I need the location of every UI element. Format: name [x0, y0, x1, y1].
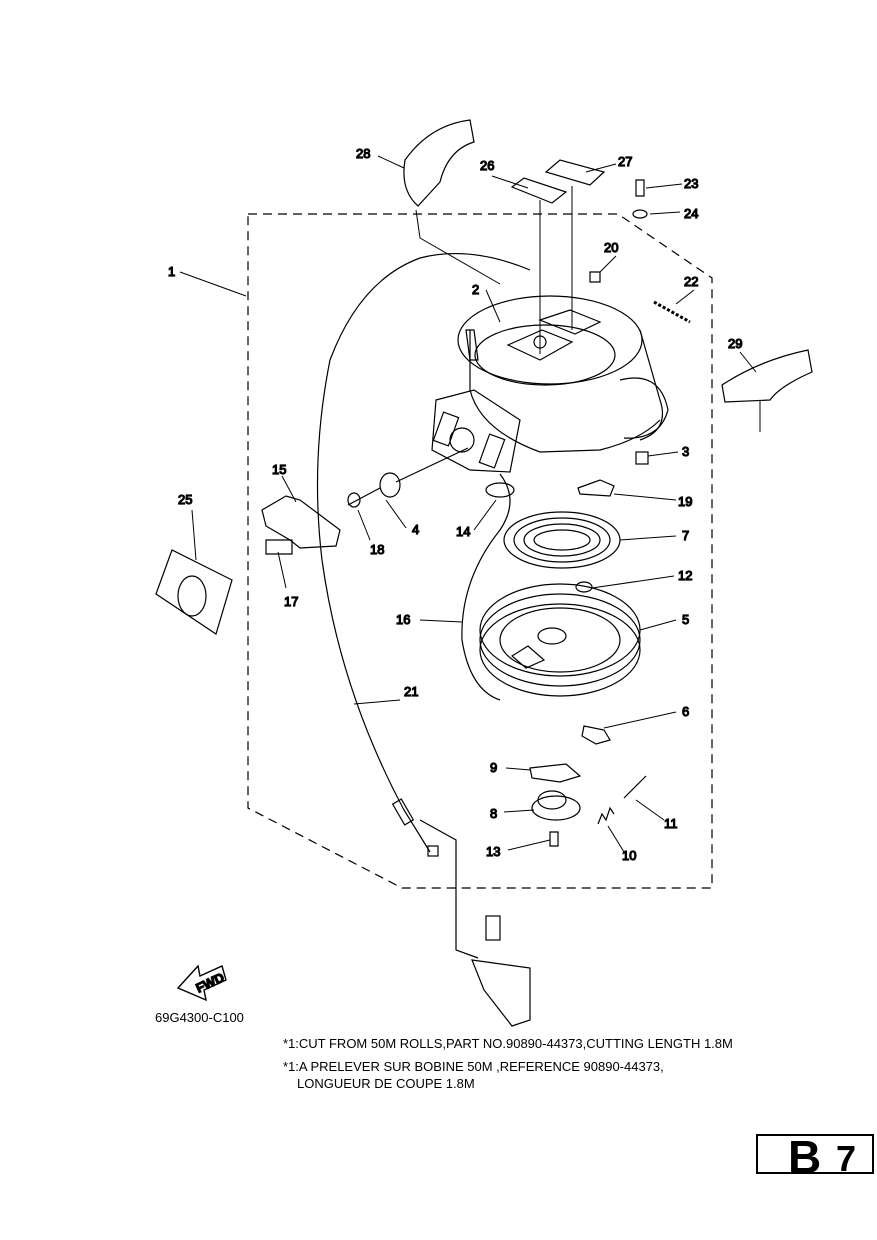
part-14-rope-guide: [485, 482, 515, 498]
part-label-18: 18: [370, 542, 384, 557]
fwd-label: FWD: [193, 970, 226, 996]
note-french: *1:A PRELEVER SUR BOBINE 50M ,REFERENCE …: [283, 1059, 664, 1074]
part-label-23: 23: [684, 176, 698, 191]
part-27-label-sticker: [544, 159, 606, 186]
part-13-bolt: [549, 831, 559, 847]
page-badge: B 7: [756, 1131, 874, 1183]
part-label-1: 1: [168, 264, 175, 279]
assembly-boundary: [247, 213, 713, 889]
part-label-9: 9: [490, 760, 497, 775]
part-label-14: 14: [456, 524, 470, 539]
part-label-13: 13: [486, 844, 500, 859]
part-label-10: 10: [622, 848, 636, 863]
note-french-continued: LONGUEUR DE COUPE 1.8M: [297, 1076, 475, 1091]
part-5-drum: [479, 583, 641, 697]
part-label-17: 17: [284, 594, 298, 609]
page-badge-letter: B: [788, 1131, 822, 1183]
part-20-spring: [589, 271, 601, 283]
page-badge-number: 7: [836, 1138, 857, 1179]
part-17-clip: [265, 539, 293, 555]
part-label-21: 21: [404, 684, 418, 699]
part-label-15: 15: [272, 462, 286, 477]
part-6-pawl: [581, 725, 611, 745]
part-label-12: 12: [678, 568, 692, 583]
part-label-27: 27: [618, 154, 632, 169]
part-28-decal: [403, 119, 475, 207]
part-23-bolt: [635, 179, 645, 197]
part-4-handle-assembly: [347, 389, 521, 506]
part-16-rope: [461, 473, 511, 701]
part-7-spiral-spring: [503, 511, 621, 569]
part-label-7: 7: [682, 528, 689, 543]
part-label-4: 4: [412, 522, 419, 537]
part-label-19: 19: [678, 494, 692, 509]
part-24-washer: [632, 209, 648, 219]
part-label-26: 26: [480, 158, 494, 173]
part-label-8: 8: [490, 806, 497, 821]
part-label-3: 3: [682, 444, 689, 459]
part-label-24: 24: [684, 206, 698, 221]
part-15-cable-bracket: [261, 495, 341, 549]
lower-bracket-assembly: [419, 819, 531, 1027]
part-9-plate: [529, 763, 582, 783]
part-19-lever: [577, 479, 615, 497]
fwd-arrow-icon: FWD: [176, 964, 227, 1002]
part-18-grommet: [347, 492, 361, 508]
part-3-cap: [635, 451, 649, 465]
part-label-29: 29: [728, 336, 742, 351]
part-22-spring: [653, 300, 691, 324]
part-21-cable-end: [391, 798, 415, 826]
part-2-starter-housing: [457, 295, 669, 453]
part-label-20: 20: [604, 240, 618, 255]
part-25-rubber-pad: [155, 549, 233, 635]
part-label-25: 25: [178, 492, 192, 507]
part-label-11: 11: [664, 816, 678, 831]
note-english: *1:CUT FROM 50M ROLLS,PART NO.90890-4437…: [283, 1036, 733, 1051]
part-12-circlip: [575, 581, 593, 593]
part-29-decal: [721, 349, 813, 403]
part-10-spring: [597, 806, 615, 825]
catalog-code: 69G4300-C100: [155, 1010, 244, 1025]
part-label-5: 5: [682, 612, 689, 627]
part-21-cable: [316, 252, 531, 853]
part-label-22: 22: [684, 274, 698, 289]
part-label-2: 2: [472, 282, 479, 297]
part-26-label-sticker: [510, 177, 568, 204]
part-label-16: 16: [396, 612, 410, 627]
part-label-28: 28: [356, 146, 370, 161]
part-label-6: 6: [682, 704, 689, 719]
part-11-pin: [623, 775, 647, 799]
part-8-drive-plate: [531, 790, 581, 821]
leader-lines: [179, 155, 761, 853]
